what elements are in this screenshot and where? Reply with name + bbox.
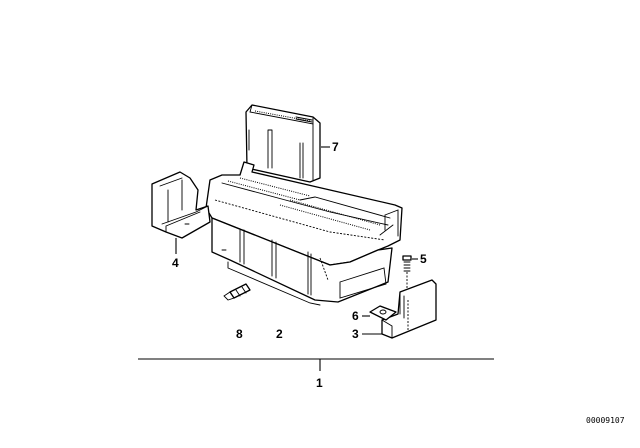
callout-2[interactable]: 2 bbox=[276, 327, 283, 341]
callout-8[interactable]: 8 bbox=[236, 327, 243, 341]
part-6-clip-nut[interactable] bbox=[369, 305, 397, 321]
part-2-housing[interactable] bbox=[205, 161, 403, 306]
part-3-bracket[interactable] bbox=[381, 279, 437, 339]
part-8-bulb[interactable] bbox=[223, 283, 251, 301]
callout-1[interactable]: 1 bbox=[316, 376, 323, 390]
callout-4[interactable]: 4 bbox=[172, 256, 179, 270]
reference-number: 00009107 bbox=[586, 416, 625, 425]
part-5-screw[interactable] bbox=[402, 255, 412, 292]
callout-6[interactable]: 6 bbox=[352, 309, 359, 323]
callout-3[interactable]: 3 bbox=[352, 327, 359, 341]
callout-5[interactable]: 5 bbox=[420, 252, 427, 266]
part-4-bracket[interactable] bbox=[151, 171, 211, 239]
callout-7[interactable]: 7 bbox=[332, 140, 339, 154]
part-7-cover[interactable] bbox=[245, 104, 321, 183]
